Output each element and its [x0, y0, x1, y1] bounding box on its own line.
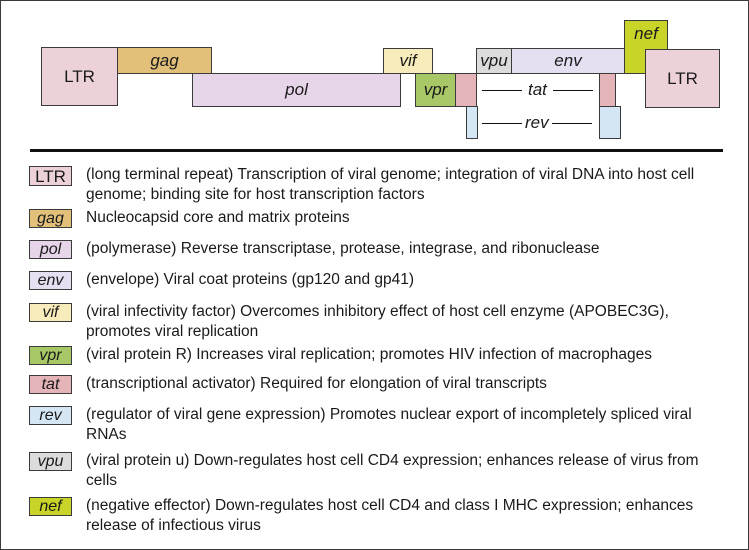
legend-desc-vif: (viral infectivity factor) Overcomes inh…: [86, 303, 669, 340]
legend-key-nef: nef: [29, 497, 72, 516]
gene-vpr: vpr: [415, 73, 456, 107]
legend-item-gag: gag Nucleocapsid core and matrix protein…: [29, 209, 726, 228]
gene-vpu-label: vpu: [480, 51, 508, 70]
legend-key-ltr: LTR: [29, 166, 72, 186]
rev-line-left: [482, 122, 522, 124]
gene-vpr-label: vpr: [423, 80, 448, 99]
gene-gag: gag: [117, 47, 212, 74]
gene-ltr-right-label: LTR: [667, 68, 698, 88]
tat-label: tat: [528, 80, 547, 99]
rev-splice-line: rev: [482, 113, 594, 133]
gene-nef-label: nef: [634, 24, 658, 43]
divider-rule: [30, 149, 723, 152]
gene-vif: vif: [383, 48, 433, 74]
legend-key-vpr: vpr: [29, 346, 72, 365]
gene-rev-exon2: [599, 106, 621, 139]
tat-line-left: [482, 89, 522, 91]
gene-env: env: [511, 48, 625, 74]
legend-desc-tat: (transcriptional activator) Required for…: [86, 375, 547, 392]
legend-key-tat: tat: [29, 375, 72, 394]
gene-vif-label: vif: [399, 51, 417, 70]
legend-item-env: env (envelope) Viral coat proteins (gp12…: [29, 271, 726, 290]
legend-desc-rev: (regulator of viral gene expression) Pro…: [86, 406, 692, 443]
legend-item-vif: vif (viral infectivity factor) Overcomes…: [29, 303, 726, 342]
legend-desc-ltr: (long terminal repeat) Transcription of …: [86, 166, 695, 203]
gene-vpu: vpu: [476, 48, 512, 74]
legend-key-env: env: [29, 271, 72, 290]
legend-desc-vpr: (viral protein R) Increases viral replic…: [86, 346, 652, 363]
legend-key-gag: gag: [29, 209, 72, 228]
legend-item-tat: tat (transcriptional activator) Required…: [29, 375, 726, 394]
legend-item-vpr: vpr (viral protein R) Increases viral re…: [29, 346, 726, 365]
gene-ltr-left-label: LTR: [64, 66, 95, 86]
legend-desc-gag: Nucleocapsid core and matrix proteins: [86, 209, 350, 226]
legend-desc-env: (envelope) Viral coat proteins (gp120 an…: [86, 271, 415, 288]
legend-desc-vpu: (viral protein u) Down-regulates host ce…: [86, 452, 699, 489]
gene-tat-exon1: [455, 73, 477, 107]
legend-desc-pol: (polymerase) Reverse transcriptase, prot…: [86, 240, 600, 257]
legend-item-rev: rev (regulator of viral gene expression)…: [29, 406, 726, 445]
gene-pol: pol: [192, 73, 401, 107]
legend-item-vpu: vpu (viral protein u) Down-regulates hos…: [29, 452, 726, 491]
legend-key-vif: vif: [29, 303, 72, 322]
gene-ltr-left: LTR: [41, 47, 118, 106]
rev-label: rev: [525, 113, 549, 132]
gene-env-label: env: [554, 51, 582, 70]
legend-key-rev: rev: [29, 406, 72, 425]
rev-line-right: [551, 122, 592, 124]
gene-rev-exon1: [466, 106, 478, 139]
gene-ltr-right: LTR: [645, 49, 720, 108]
legend-desc-nef: (negative effector) Down-regulates host …: [86, 497, 694, 534]
legend-key-pol: pol: [29, 240, 72, 259]
gene-gag-label: gag: [150, 50, 179, 70]
legend-key-vpu: vpu: [29, 452, 72, 471]
legend-item-nef: nef (negative effector) Down-regulates h…: [29, 497, 726, 536]
legend-item-ltr: LTR (long terminal repeat) Transcription…: [29, 166, 726, 205]
gene-pol-label: pol: [285, 80, 308, 99]
gene-tat-exon2: [599, 73, 616, 107]
legend-item-pol: pol (polymerase) Reverse transcriptase, …: [29, 240, 726, 259]
tat-splice-line: tat: [482, 80, 594, 100]
tat-line-right: [552, 89, 593, 91]
